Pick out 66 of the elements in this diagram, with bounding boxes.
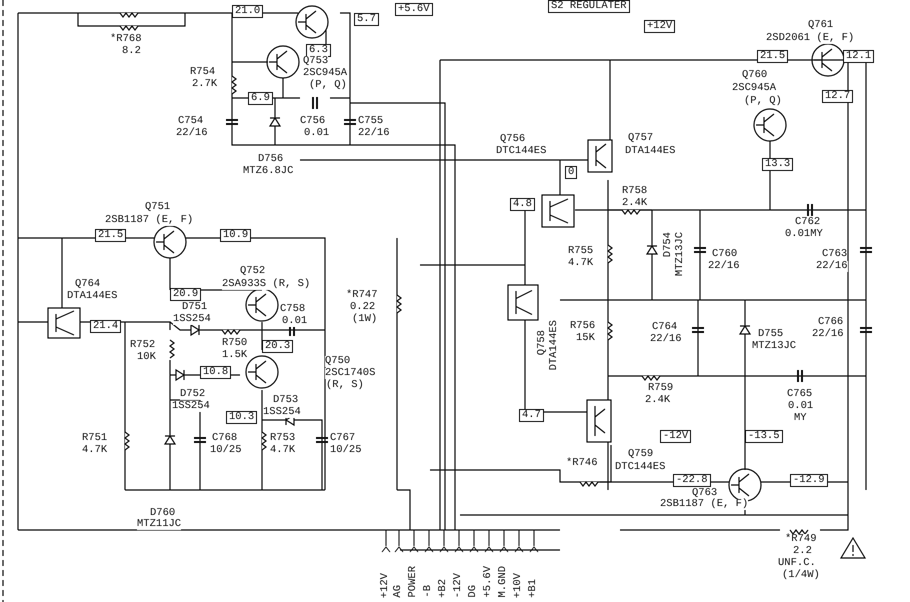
voltage-tag: -12.9 (790, 474, 828, 487)
part-label: Q759 (628, 449, 654, 460)
part-label: Q756 (500, 134, 526, 145)
connector-pin-label: +5.6V (483, 566, 494, 598)
part-label: Q758 (537, 330, 548, 356)
supply-tag: +5.6V (395, 3, 433, 16)
connector-pin-label: +B1 (528, 579, 539, 598)
value-label: MTZ11JC (137, 519, 182, 530)
part-label: Q763 (692, 488, 718, 499)
connector-pin-label: M.GND (498, 566, 509, 598)
connector-pin-label: +B2 (438, 579, 449, 598)
voltage-tag: 4.7 (519, 409, 544, 422)
voltage-tag: 20.9 (170, 288, 202, 301)
value-label: 1SS254 (172, 401, 210, 412)
connector-pin-label: -12V (453, 572, 464, 598)
part-label: Q764 (75, 279, 100, 290)
part-label: D752 (180, 389, 206, 400)
voltage-tag: 6.9 (248, 92, 273, 105)
value-label: 2SD2061 (E, F) (766, 33, 854, 44)
voltage-tag: 12.7 (822, 90, 854, 103)
connector-pin-label: POWER (408, 566, 419, 598)
voltage-tag: 13.3 (762, 158, 794, 171)
voltage-tag: 10.9 (220, 229, 252, 242)
value-label: (1W) (352, 314, 378, 325)
supply-tag: -12V (660, 430, 692, 443)
voltage-tag: -13.5 (745, 430, 783, 443)
connector-pin-label: -B (423, 585, 434, 598)
voltage-tag: 0 (565, 166, 578, 179)
voltage-tag: 21.4 (90, 320, 122, 333)
voltage-tag: 4.8 (510, 198, 535, 211)
voltage-tag: 10.3 (226, 411, 258, 424)
connector-pin-label: +12V (380, 572, 391, 598)
voltage-tag: -22.8 (673, 474, 711, 487)
connector-pin-label: DG (468, 585, 479, 598)
voltage-tag: 10.8 (200, 366, 232, 379)
part-label: Q761 (808, 20, 834, 31)
voltage-tag: 6.3 (306, 44, 331, 57)
connector-pin-label: +10V (513, 572, 524, 598)
part-label: Q760 (742, 70, 768, 81)
voltage-tag: 5.7 (354, 13, 379, 26)
value-label: 2SB1187 (E, F) (660, 499, 748, 510)
voltage-tag: 12.1 (843, 50, 874, 63)
value-label: 2SB1187 (E, F) (105, 215, 194, 226)
value-label: (1/4W) (782, 570, 820, 581)
value-label: 2SC1740S (325, 368, 376, 379)
voltage-tag: 21.5 (757, 50, 788, 63)
voltage-tag: 21.0 (232, 5, 264, 18)
value-label: 22/16 (816, 261, 848, 272)
part-label: MTZ13JC (675, 232, 686, 276)
connector-pin-label: AG (393, 585, 404, 598)
supply-tag: +12V (644, 20, 676, 33)
value-label: 0.01 (282, 316, 308, 327)
part-label: D754 (663, 232, 674, 258)
value-label: (P, Q) (309, 80, 347, 91)
voltage-tag: 20.3 (262, 340, 294, 353)
title-box: S2 REGULATER (548, 0, 630, 13)
value-label: (R, S) (326, 380, 364, 391)
part-label: Q750 (325, 356, 350, 367)
value-label: 2SA933S (R, S) (222, 279, 310, 290)
voltage-tag: 21.5 (95, 229, 126, 242)
part-label: Q751 (145, 202, 170, 213)
part-label: DTA144ES (549, 320, 560, 370)
part-label: Q752 (240, 266, 266, 277)
part-label: Q753 (303, 56, 328, 67)
part-label: Q757 (628, 133, 654, 144)
value-label: (P, Q) (744, 96, 782, 107)
